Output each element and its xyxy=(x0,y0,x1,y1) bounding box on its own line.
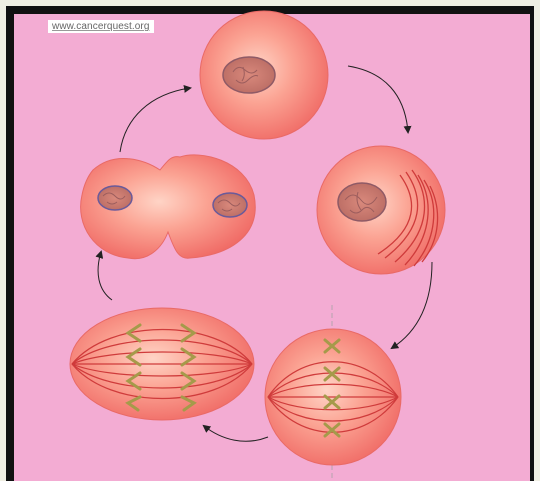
arrow-prophase-to-metaphase xyxy=(392,262,432,348)
interphase-cell-icon xyxy=(200,11,328,139)
arrow-metaphase-to-anaphase xyxy=(204,426,268,441)
arrow-interphase-to-prophase xyxy=(348,66,408,132)
anaphase-cell-icon xyxy=(70,308,254,420)
arrow-telophase-to-interphase xyxy=(120,88,190,152)
prophase-cell-icon xyxy=(317,146,445,274)
telophase-cytokinesis-cell-icon xyxy=(81,155,256,259)
metaphase-cell-icon xyxy=(265,305,401,478)
watermark-label: www.cancerquest.org xyxy=(48,20,154,33)
arrow-anaphase-to-telophase xyxy=(98,252,112,300)
